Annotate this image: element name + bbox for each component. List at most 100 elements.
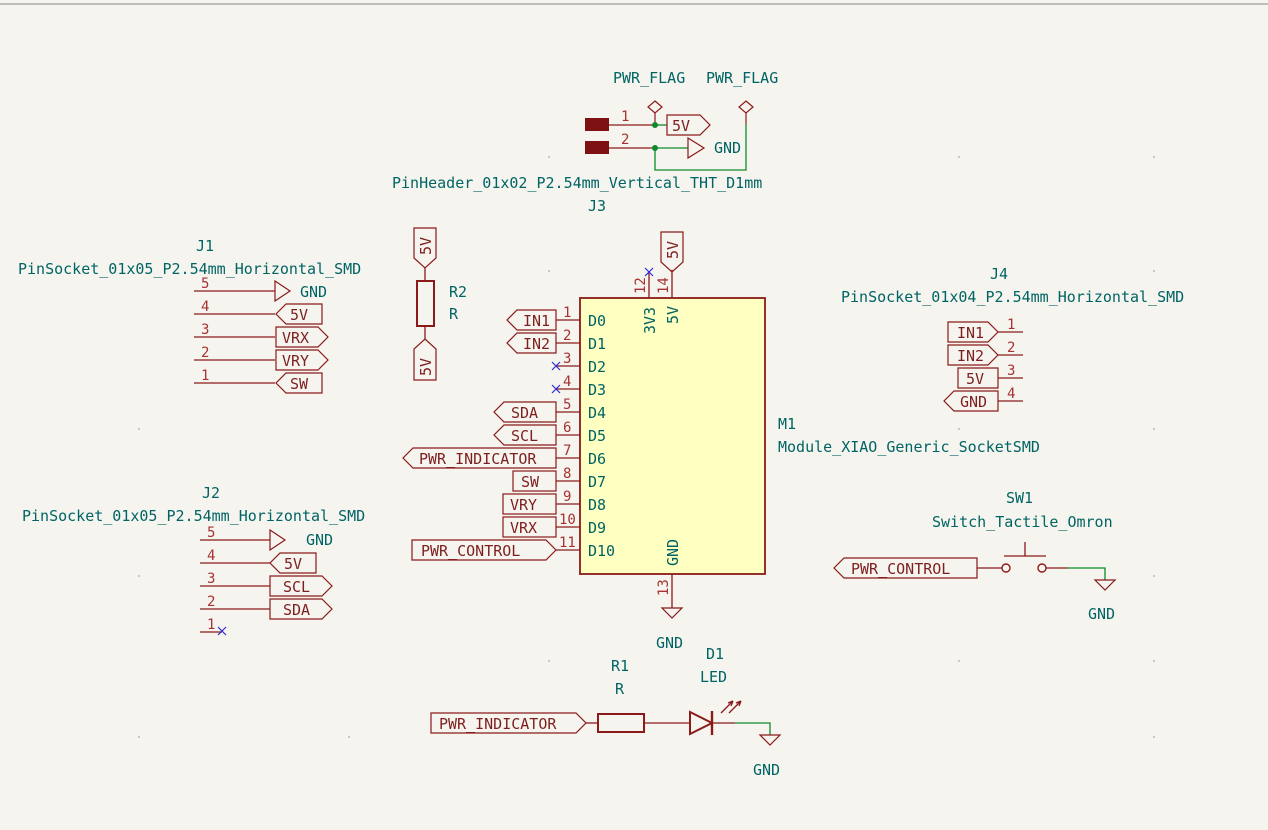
sw1-gnd-symbol [1093,579,1117,591]
j1-5v-label-shape [275,303,323,325]
m1-body [579,297,766,575]
indicator-gnd-text: GND [753,761,780,779]
m1-pin-d9-name: D9 [588,519,606,537]
sw1-gnd-text: GND [1088,605,1115,623]
j1-pin3-number: 3 [201,322,209,338]
j1-pin2-number: 2 [201,345,209,361]
j3-pin2-number: 2 [621,132,629,148]
j4-pin1-number: 1 [1007,317,1015,333]
j1-vry-label: VRY [282,352,309,370]
j4-5v-label-shape [957,367,999,389]
m1-pwr-control-label: PWR_CONTROL [421,542,520,560]
j3-pin1-pad [585,118,609,131]
r1-body [597,713,645,733]
j2-pin-socket[interactable]: J2 PinSocket_01x05_P2.54mm_Horizontal_SM… [22,484,365,636]
grid-marks [138,156,1155,738]
sw1-reference: SW1 [1006,489,1033,507]
m1-scl-label: SCL [511,427,538,445]
m1-in1-label-shape [506,309,557,331]
m1-pin2-number: 2 [563,328,571,344]
j1-pin5-number: 5 [201,276,209,292]
j4-pin-socket[interactable]: J4 PinSocket_01x04_P2.54mm_Horizontal_SM… [841,265,1184,412]
j1-footprint: PinSocket_01x05_P2.54mm_Horizontal_SMD [18,260,361,278]
j4-reference: J4 [990,265,1008,283]
j4-in1-label-shape [947,321,999,343]
j4-in2-label: IN2 [957,347,984,365]
j1-sw-label-shape [275,372,323,394]
r2-bottom-5v-label: 5V [417,358,435,376]
m1-pin12-name: 3V3 [641,307,659,334]
j2-pin1-number: 1 [207,617,215,633]
j1-vrx-label: VRX [282,329,309,347]
m1-vrx-label: VRX [510,519,537,537]
r2-resistor[interactable]: 5V 5V R2 R [413,227,467,381]
j1-vry-label-shape [275,349,329,371]
j2-reference: J2 [202,484,220,502]
j4-pin4-number: 4 [1007,386,1015,402]
m1-vry-label: VRY [510,496,537,514]
m1-pin-d0-name: D0 [588,312,606,330]
m1-sda-label: SDA [511,404,538,422]
j2-gnd-text: GND [306,531,333,549]
sw1-contact-right [1037,563,1047,573]
j1-gnd-text: GND [300,283,327,301]
m1-in1-label: IN1 [523,312,550,330]
j4-in2-label-shape [947,344,999,366]
j2-gnd-symbol [269,528,287,552]
m1-pin-d4-name: D4 [588,404,606,422]
m1-gnd-text: GND [656,634,683,652]
sw1-tactile-switch[interactable]: SW1 Switch_Tactile_Omron PWR_CONTROL GND [833,489,1117,623]
r2-value: R [449,305,459,323]
m1-5v-label: 5V [664,241,682,259]
m1-pin-d1-name: D1 [588,335,606,353]
m1-pwr-indicator-label: PWR_INDICATOR [419,450,537,468]
indicator-circuit[interactable]: R1 R D1 LED PWR_INDICATOR GND [430,645,782,779]
j4-pin2-number: 2 [1007,340,1015,356]
m1-5v-label-shape [660,231,684,273]
j4-gnd-label-shape [943,390,999,412]
j3-gnd-text: GND [714,139,741,157]
m1-gnd-symbol [660,607,684,619]
j3-5v-label-shape [666,114,711,136]
m1-pin-d3-name: D3 [588,381,606,399]
j4-footprint: PinSocket_01x04_P2.54mm_Horizontal_SMD [841,288,1184,306]
m1-sda-label-shape [493,401,557,423]
j1-pin-socket[interactable]: J1 PinSocket_01x05_P2.54mm_Horizontal_SM… [18,237,361,394]
j2-pin5-number: 5 [207,525,215,541]
m1-vry-label-shape [502,493,557,515]
d1-reference: D1 [706,645,724,663]
pwr-flag-2-symbol [738,100,754,114]
r2-body [416,280,435,327]
m1-no-connect-d2 [551,361,561,371]
r2-bottom-5v-label-shape [413,338,437,381]
j2-sda-label: SDA [283,601,310,619]
j1-pin1-number: 1 [201,368,209,384]
j3-5v-label: 5V [672,117,690,135]
m1-pin6-number: 6 [563,420,571,436]
r2-reference: R2 [449,283,467,301]
m1-sw-label-shape [512,470,557,492]
j4-in1-label: IN1 [957,324,984,342]
j3-pin-header[interactable]: PWR_FLAG PWR_FLAG 1 2 5V GND PinHeader_0… [392,69,778,215]
j3-pwr-flag-2-text: PWR_FLAG [706,69,778,87]
m1-pin-d10-name: D10 [588,542,615,560]
r2-top-5v-label: 5V [417,237,435,255]
m1-left-pins [556,319,580,551]
m1-pin14-name: 5V [664,306,682,324]
m1-pin-d7-name: D7 [588,473,606,491]
m1-sw-label: SW [521,473,540,491]
m1-pin13-number: 13 [656,579,672,596]
m1-pin10-number: 10 [559,512,576,528]
m1-vrx-label-shape [502,516,557,538]
j3-pin2-pad [585,141,609,154]
j1-gnd-symbol [274,279,292,303]
j2-pin4-number: 4 [207,548,215,564]
m1-pin8-number: 8 [563,466,571,482]
m1-pin5-number: 5 [563,397,571,413]
m1-pin7-number: 7 [563,443,571,459]
m1-pin-d2-name: D2 [588,358,606,376]
j2-pin2-number: 2 [207,594,215,610]
m1-xiao-module[interactable]: 12 14 3V3 5V 5V 13 GND GND M1 Module_XIA… [402,231,1040,652]
d1-value: LED [700,668,727,686]
